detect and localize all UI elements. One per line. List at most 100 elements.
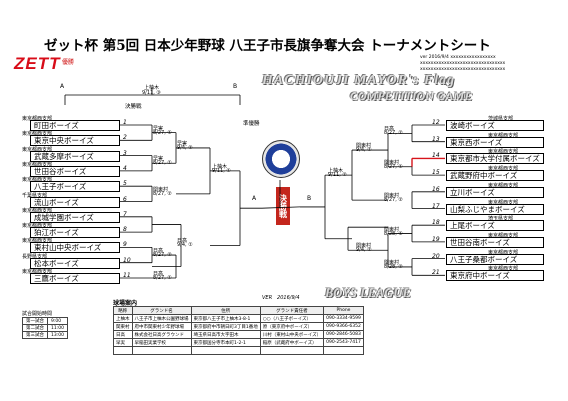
game-date: 8/28, ① — [384, 230, 403, 237]
team-number: 21 — [432, 269, 440, 277]
team-name: 世田谷ボーイズ — [34, 166, 87, 176]
team-number: 2 — [123, 134, 127, 142]
team-branch: 東京都西支部 — [488, 149, 519, 156]
game-venue: 関東村 — [356, 243, 372, 250]
team-name: 松本ボーイズ — [34, 258, 79, 268]
team-name: 町田ボーイズ — [34, 121, 79, 130]
team-number: 12 — [432, 119, 440, 126]
schedule-cell: 13:00 — [47, 331, 68, 339]
venue-cell — [323, 346, 364, 355]
team-slot — [30, 135, 120, 147]
schedule-cell: 第二試合 — [22, 324, 48, 332]
game-venue: 関東村 — [384, 193, 400, 200]
team-name: 成城学園ボーイズ — [34, 212, 94, 222]
team-number: 3 — [123, 149, 127, 157]
schedule-cell: 11:00 — [47, 324, 68, 332]
game-date: 8/27, ② — [384, 130, 403, 137]
venue-cell — [113, 346, 133, 355]
venue-header-row: 略称 グランド名 住所 グランド責任者 Phone — [113, 306, 364, 315]
team-name: 山梨ふじやまボーイズ — [450, 204, 525, 214]
bracket-line — [261, 206, 301, 209]
team-slot — [446, 270, 544, 282]
team-branch: 東京都西支部 — [22, 223, 53, 230]
team-branch: 東京都西支部 — [488, 232, 519, 239]
venue-row: 関東村府中市関東村少年野球場東京都府中市朝日町3丁目1番地原（東京府中ボーイズ）… — [113, 322, 364, 331]
venue-cell: 上柚木 — [113, 314, 133, 323]
schedule-cell: 第三試合 — [22, 331, 48, 339]
team-name: 三鷹ボーイズ — [34, 274, 79, 283]
game-venue: 上柚木 — [212, 163, 228, 170]
game-date: 9/4, ① — [356, 147, 372, 154]
team-slot — [30, 181, 120, 193]
team-number: 17 — [432, 202, 440, 210]
venue-row: 日高株式会社日高グラウンド埼玉県日高市大字田木川村（東村山中央ボーイズ）090-… — [113, 330, 364, 339]
venue-cell: 関東村 — [113, 322, 133, 331]
deco-title-2: COMPETITION GAME — [350, 89, 473, 103]
team-name: 東京都市大学付属ボーイズ — [450, 154, 540, 164]
game-date: 8/27, ① — [153, 275, 172, 281]
team-branch: 長野県支部 — [22, 253, 48, 260]
team-number: 6 — [123, 195, 127, 203]
venue-cell: 090-2543-7417 — [323, 338, 364, 347]
game-venue: 日高 — [177, 238, 188, 245]
team-branch: 東京都西支部 — [22, 161, 53, 168]
deco-title-1: HACHIOUJI MAYOR's Flag — [262, 73, 456, 88]
team-slot — [446, 170, 544, 182]
venue-cell: 090-3334-9599 — [323, 314, 364, 323]
team-slot — [30, 150, 120, 162]
venue-cell: 東京都国分寺市本町1-2-1 — [190, 338, 261, 347]
schedule-cell: 9:00 — [47, 317, 68, 325]
venue-title: 球場案内 — [113, 300, 138, 307]
team-number: 1 — [123, 119, 127, 126]
team-number: 5 — [123, 180, 127, 188]
team-name: 流山ボーイズ — [34, 197, 79, 207]
page-title: ゼット杯 第5回 日本少年野球 八王子市長旗争奪大会 トーナメントシート — [44, 38, 491, 54]
venue-row — [113, 346, 364, 355]
venue-row: 上柚木八王子市上柚木公園野球場東京都八王子市上柚木3-8-1○○（八王子ボーイズ… — [113, 314, 364, 323]
team-branch: 東京都西支部 — [488, 182, 519, 189]
team-name: 世田谷南ボーイズ — [450, 237, 510, 247]
team-number: 16 — [432, 185, 440, 193]
team-name: 八王子ボーイズ — [34, 182, 87, 192]
game-date: 8/28, ② — [384, 263, 403, 270]
team-slot — [30, 120, 120, 131]
venue-cell: 早稲田実業学校 — [131, 338, 192, 347]
team-name: 波崎ボーイズ — [450, 121, 495, 130]
final-venue: 上柚木 — [144, 85, 160, 91]
team-slot — [30, 257, 120, 269]
schedule-cell: 第一試合 — [22, 317, 48, 325]
team-number: 20 — [432, 252, 440, 260]
game-venue: 関東村 — [384, 226, 400, 233]
team-branch: 東京都西支部 — [22, 207, 53, 214]
venue-cell: 府中市関東村少年野球場 — [131, 322, 192, 331]
team-slot — [446, 236, 544, 248]
team-branch: 東京都西支部 — [22, 238, 53, 245]
venue-cell: 090-2846-5083 — [323, 330, 364, 339]
team-branch: 埼玉県支部 — [488, 216, 514, 223]
team-name: 東京府中ボーイズ — [450, 271, 510, 281]
venue-cell: 090-9366-6352 — [323, 322, 364, 331]
team-branch: 茨城県支部 — [488, 116, 514, 122]
team-name: 上尾ボーイズ — [450, 221, 495, 231]
game-date: 8/27, ② — [153, 190, 172, 197]
venue-cell — [190, 346, 261, 355]
venue-cell: 埼玉県日高市大字田木 — [190, 330, 261, 339]
team-slot — [446, 220, 544, 232]
team-slot — [446, 136, 544, 148]
team-branch: 東京都西支部 — [22, 177, 53, 184]
game-venue: 早実 — [153, 125, 164, 132]
deco-boys-league: BOYS LEAGUE — [325, 286, 411, 300]
team-name: 東京中央ボーイズ — [34, 136, 94, 146]
team-slot — [30, 211, 120, 223]
team-number: 18 — [432, 219, 440, 227]
game-venue: 早実 — [177, 140, 188, 147]
team-name: 武蔵野府中ボーイズ — [450, 171, 518, 181]
team-name: 狛江ボーイズ — [34, 228, 79, 238]
venue-cell: 東京都府中市朝日町3丁目1番地 — [190, 322, 261, 331]
venue-cell: ○○（八王子ボーイズ） — [259, 314, 325, 323]
center-a: A — [252, 195, 257, 202]
game-date: 8/27, ② — [384, 197, 403, 204]
game-venue: 上柚木 — [328, 168, 344, 175]
